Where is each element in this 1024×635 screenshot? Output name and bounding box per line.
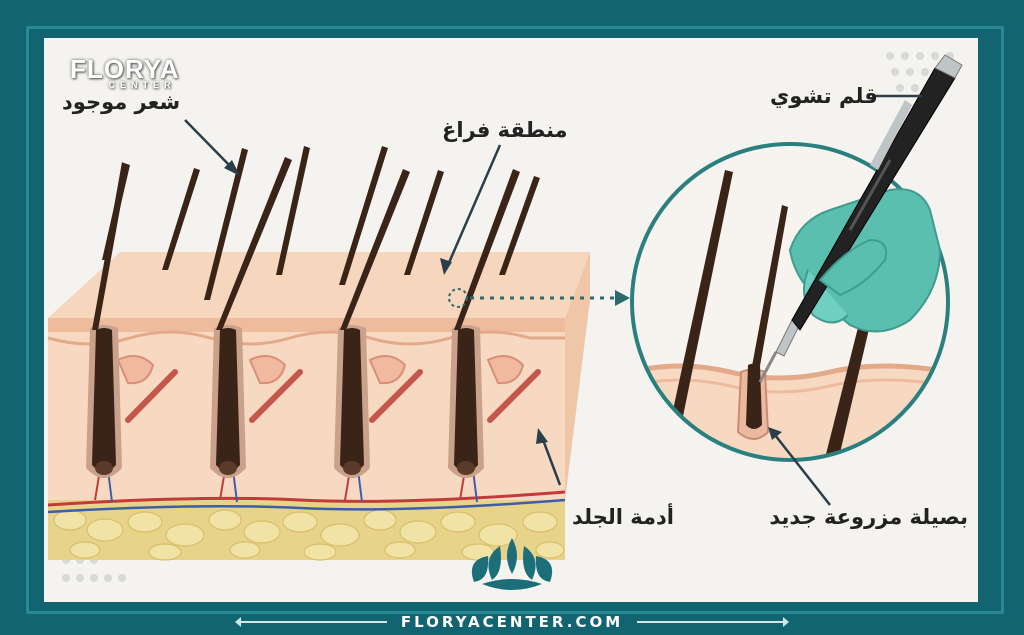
- label-empty-area: منطقة فراغ: [442, 118, 568, 142]
- footer: FLORYACENTER.COM: [0, 608, 1024, 635]
- label-pen: قلم تشوي: [770, 84, 878, 108]
- implanter-pen: [758, 54, 963, 383]
- florya-logo: FLORYA CENTER: [70, 56, 180, 90]
- label-dermis: أدمة الجلد: [572, 505, 674, 529]
- label-existing-hair: شعر موجود: [62, 90, 181, 114]
- footer-website[interactable]: FLORYACENTER.COM: [400, 612, 624, 631]
- skin-cross-section: [47, 252, 590, 561]
- label-new-graft: بصيلة مزروعة جديدة: [770, 505, 968, 529]
- hair-follicles: [86, 146, 540, 478]
- empty-area-marker: [448, 288, 468, 308]
- logo-sub: CENTER: [108, 80, 176, 90]
- chevron-left-icon: [234, 616, 387, 627]
- label-arrows: [184, 94, 922, 506]
- chevron-right-icon: [637, 616, 790, 627]
- florya-lotus-logo-icon: [471, 538, 553, 590]
- frame-border: [26, 26, 1004, 614]
- logo-name: FLORYA: [70, 54, 180, 84]
